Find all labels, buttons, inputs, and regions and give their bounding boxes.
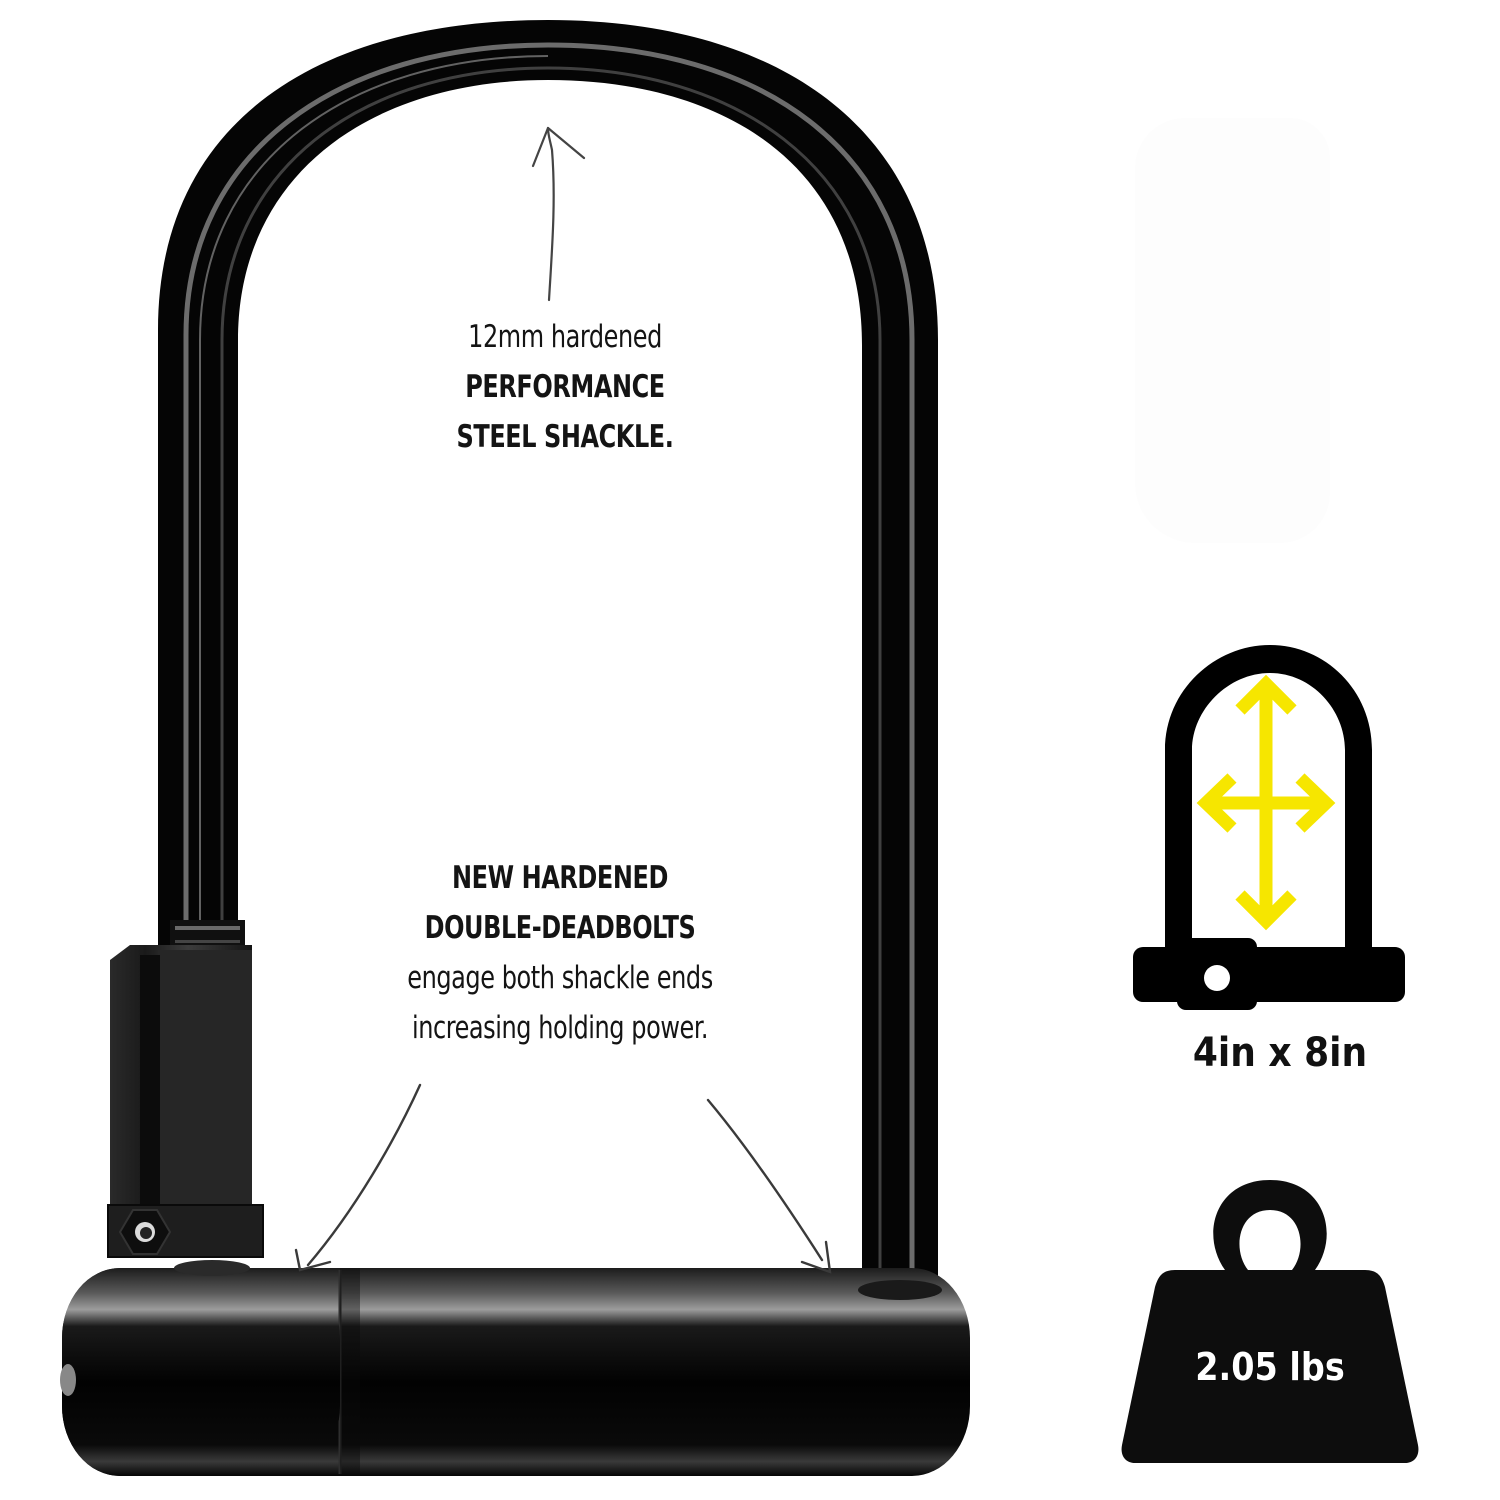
shackle-annotation-line-2: PERFORMANCE xyxy=(465,369,665,405)
size-label: 4in x 8in xyxy=(1192,1030,1368,1076)
deadbolt-annotation: NEW HARDENED DOUBLE-DEADBOLTS engage bot… xyxy=(336,853,783,1053)
shackle-annotation-line-1: 12mm hardened xyxy=(468,319,662,355)
shackle xyxy=(158,20,938,1290)
hex-bolt xyxy=(118,1209,172,1255)
shackle-annotation: 12mm hardened PERFORMANCE STEEL SHACKLE. xyxy=(415,312,716,462)
deadbolt-annotation-line-2: DOUBLE-DEADBOLTS xyxy=(424,910,696,946)
arrow-up-shackle xyxy=(531,126,586,302)
arrow-down-right xyxy=(706,1098,832,1274)
shackle-annotation-line-3: STEEL SHACKLE. xyxy=(456,419,674,455)
deadbolt-annotation-line-4: increasing holding power. xyxy=(411,1010,709,1046)
ulock-dimension-icon xyxy=(1133,645,1405,1010)
crossbar-body xyxy=(60,1268,970,1476)
faint-background-shape xyxy=(1135,118,1330,543)
kettlebell-weight-icon xyxy=(1121,1180,1419,1463)
expand-arrows xyxy=(1196,674,1336,931)
deadbolt-annotation-line-3: engage both shackle ends xyxy=(407,960,713,996)
deadbolt-annotation-line-1: NEW HARDENED xyxy=(452,860,668,896)
weight-label: 2.05 lbs xyxy=(1195,1345,1345,1389)
arrow-down-left xyxy=(294,1083,422,1272)
